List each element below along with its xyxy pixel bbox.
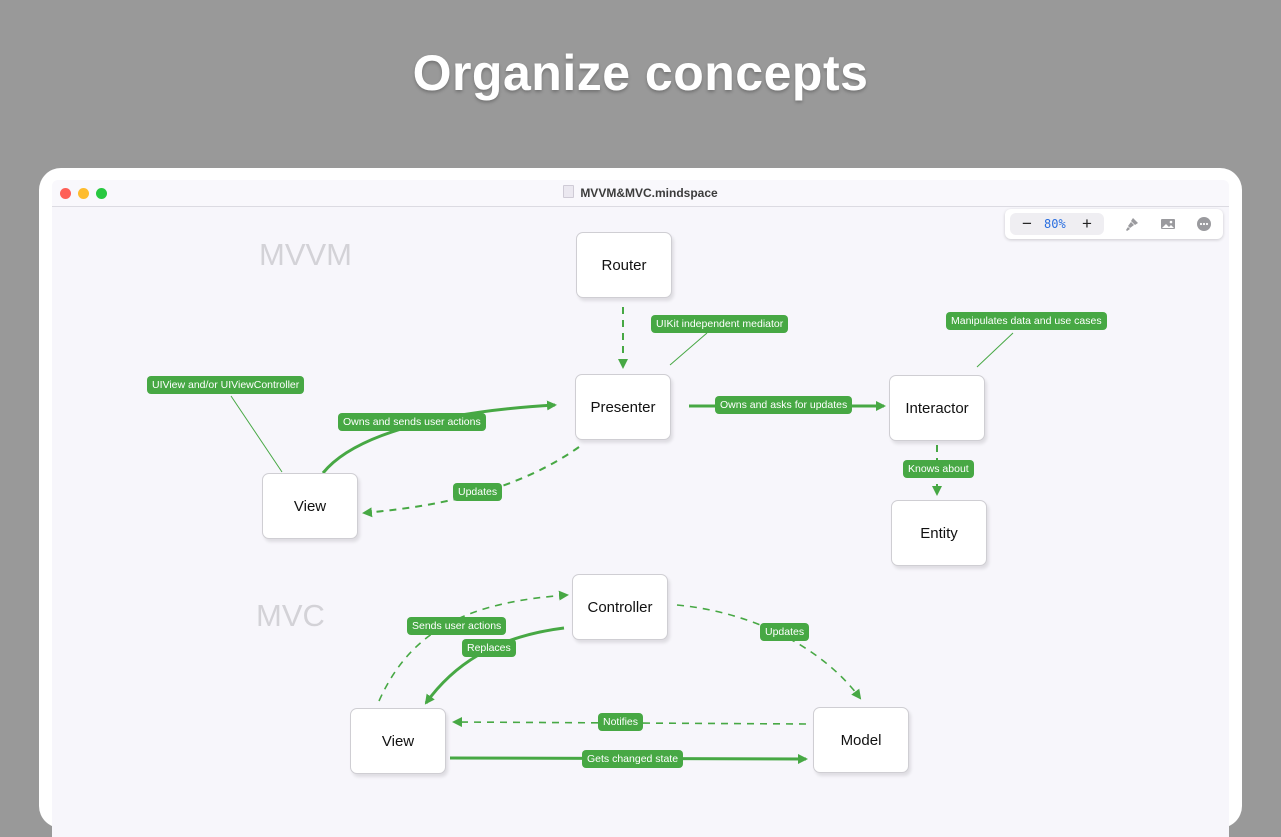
note-interactor[interactable]: Manipulates data and use cases: [946, 312, 1107, 330]
node-view-mvc[interactable]: View: [350, 708, 446, 774]
edge-controller-model: [676, 604, 862, 700]
headline: Organize concepts: [412, 45, 869, 101]
app-window: MVVM&MVC.mindspace: [39, 168, 1242, 837]
node-presenter[interactable]: Presenter: [575, 374, 671, 440]
edge-model-view: [452, 717, 807, 728]
node-controller[interactable]: Controller: [572, 574, 668, 640]
title-bar: MVVM&MVC.mindspace: [52, 180, 1229, 207]
node-model[interactable]: Model: [813, 707, 909, 773]
connector-view-note: [230, 395, 283, 473]
maximize-button[interactable]: [96, 188, 107, 199]
zoom-out-button[interactable]: −: [1022, 214, 1032, 233]
window-title: MVVM&MVC.mindspace: [52, 185, 1229, 200]
note-view[interactable]: UIView and/or UIViewController: [147, 376, 305, 394]
zoom-level: 80%: [1044, 217, 1066, 231]
document-icon: [563, 185, 575, 198]
more-icon[interactable]: [1196, 216, 1212, 232]
zoom-control: − 80% +: [1010, 213, 1104, 235]
note-presenter[interactable]: UIKit independent mediator: [651, 315, 789, 333]
label-controller-model[interactable]: Updates: [760, 623, 810, 641]
connector-interactor-note: [976, 332, 1014, 368]
zoom-in-button[interactable]: +: [1082, 214, 1092, 233]
edges-layer: [230, 307, 1014, 764]
label-interactor-entity[interactable]: Knows about: [903, 460, 974, 478]
minimize-button[interactable]: [78, 188, 89, 199]
node-router[interactable]: Router: [576, 232, 672, 298]
mind-map-canvas[interactable]: MVVM MVC Router Presenter Interactor Ent…: [52, 207, 1229, 837]
node-entity[interactable]: Entity: [891, 500, 987, 566]
paintbrush-icon[interactable]: [1124, 216, 1140, 232]
label-model-view[interactable]: Notifies: [598, 713, 644, 731]
label-presenter-interactor[interactable]: Owns and asks for updates: [715, 396, 853, 414]
image-icon[interactable]: [1160, 216, 1176, 232]
edge-presenter-view: [362, 446, 580, 518]
label-view-controller[interactable]: Sends user actions: [407, 617, 507, 635]
canvas-toolbar: − 80% +: [1005, 209, 1223, 239]
window-title-text: MVVM&MVC.mindspace: [580, 186, 718, 200]
connector-presenter-note: [669, 332, 708, 366]
label-view-presenter[interactable]: Owns and sends user actions: [338, 413, 486, 431]
node-view-mvvm[interactable]: View: [262, 473, 358, 539]
section-label-mvvm: MVVM: [259, 237, 352, 272]
label-view-model[interactable]: Gets changed state: [582, 750, 684, 768]
section-label-mvc: MVC: [256, 598, 325, 633]
label-controller-view[interactable]: Replaces: [462, 639, 516, 657]
close-button[interactable]: [60, 188, 71, 199]
label-presenter-view[interactable]: Updates: [453, 483, 503, 501]
node-interactor[interactable]: Interactor: [889, 375, 985, 441]
